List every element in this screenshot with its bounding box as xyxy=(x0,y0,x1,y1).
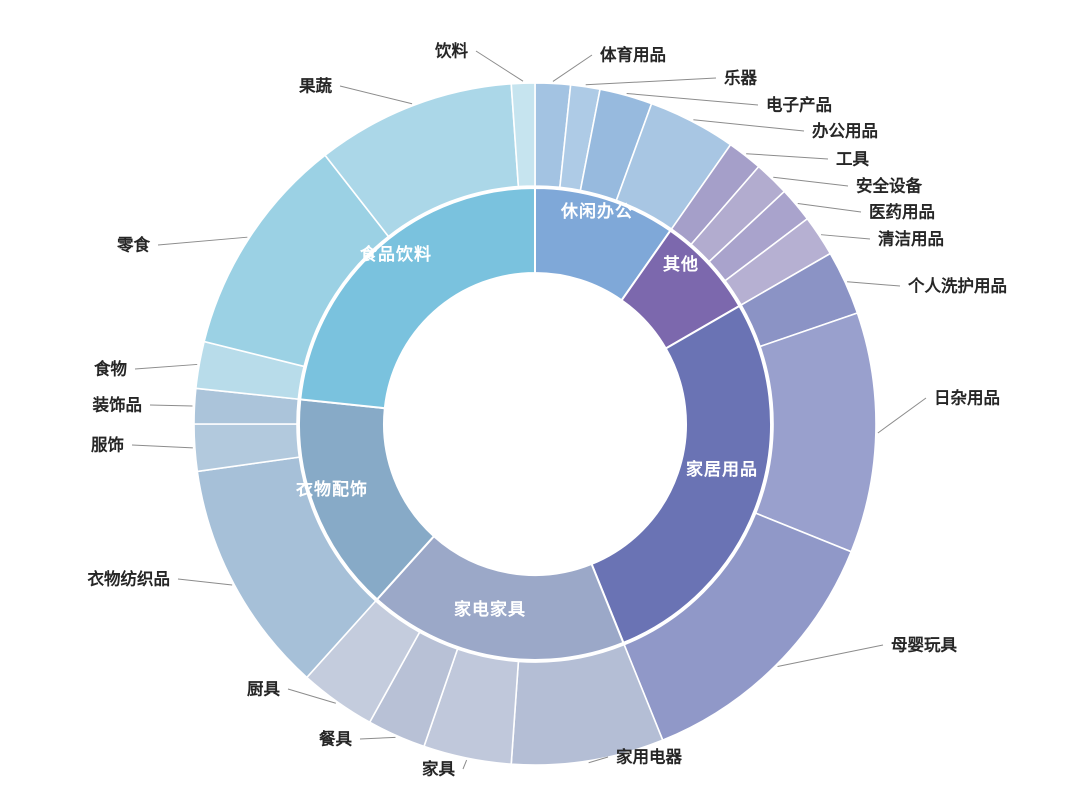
outer-ring-label: 服饰 xyxy=(91,435,124,455)
outer-ring-label: 家用电器 xyxy=(616,747,683,767)
label-leader-line xyxy=(149,404,193,407)
label-leader-line xyxy=(777,644,884,668)
outer-ring-segment xyxy=(754,311,877,553)
outer-ring-label: 家具 xyxy=(422,759,456,779)
label-leader-line xyxy=(462,759,468,770)
outer-ring-label: 果蔬 xyxy=(299,77,333,96)
outer-ring-label: 办公用品 xyxy=(812,121,878,141)
label-leader-line xyxy=(157,236,248,246)
outer-ring-label: 装饰品 xyxy=(93,395,143,415)
outer-ring-segment xyxy=(510,82,536,188)
inner-ring-segment xyxy=(590,304,772,645)
outer-ring-label: 饮料 xyxy=(434,41,469,61)
label-leader-line xyxy=(552,54,593,82)
label-leader-line xyxy=(773,176,849,187)
label-leader-line xyxy=(585,77,717,86)
label-leader-line xyxy=(287,688,336,704)
label-leader-line xyxy=(339,85,413,105)
outer-ring-label: 厨具 xyxy=(247,680,281,699)
inner-ring-label: 休闲办公 xyxy=(560,201,633,222)
label-leader-line xyxy=(626,92,759,106)
outer-ring-label: 乐器 xyxy=(724,69,758,88)
label-leader-line xyxy=(820,234,871,240)
label-leader-line xyxy=(475,50,524,82)
inner-ring-label: 衣物配饰 xyxy=(296,479,368,500)
outer-ring-label: 日杂用品 xyxy=(934,388,1000,408)
outer-ring-label: 安全设备 xyxy=(856,176,923,196)
inner-ring-label: 家居用品 xyxy=(686,459,758,480)
label-leader-line xyxy=(877,397,927,434)
label-leader-line xyxy=(359,736,396,740)
label-leader-line xyxy=(847,281,901,287)
outer-ring-label: 母婴玩具 xyxy=(891,636,958,655)
outer-ring-label: 餐具 xyxy=(319,729,353,749)
outer-ring-label: 个人洗护用品 xyxy=(907,276,1007,296)
inner-ring-segment xyxy=(299,186,536,410)
label-leader-line xyxy=(588,756,609,764)
outer-ring-label: 衣物纺织品 xyxy=(88,569,171,589)
label-leader-line xyxy=(746,153,829,160)
outer-ring-label: 零食 xyxy=(116,235,151,255)
inner-ring-label: 家电家具 xyxy=(454,599,526,620)
label-leader-line xyxy=(131,444,193,449)
outer-ring-label: 清洁用品 xyxy=(878,229,944,249)
label-leader-line xyxy=(177,578,233,586)
outer-ring-label: 医药用品 xyxy=(869,202,935,222)
outer-ring-label: 体育用品 xyxy=(600,45,666,65)
label-leader-line xyxy=(797,203,862,213)
label-leader-line xyxy=(693,119,805,132)
outer-ring-label: 食物 xyxy=(94,359,128,379)
inner-ring-label: 其他 xyxy=(663,254,699,275)
inner-ring-label: 食品饮料 xyxy=(360,244,432,265)
label-leader-line xyxy=(134,363,198,370)
outer-ring-label: 工具 xyxy=(836,150,870,169)
outer-ring-label: 电子产品 xyxy=(766,95,832,115)
